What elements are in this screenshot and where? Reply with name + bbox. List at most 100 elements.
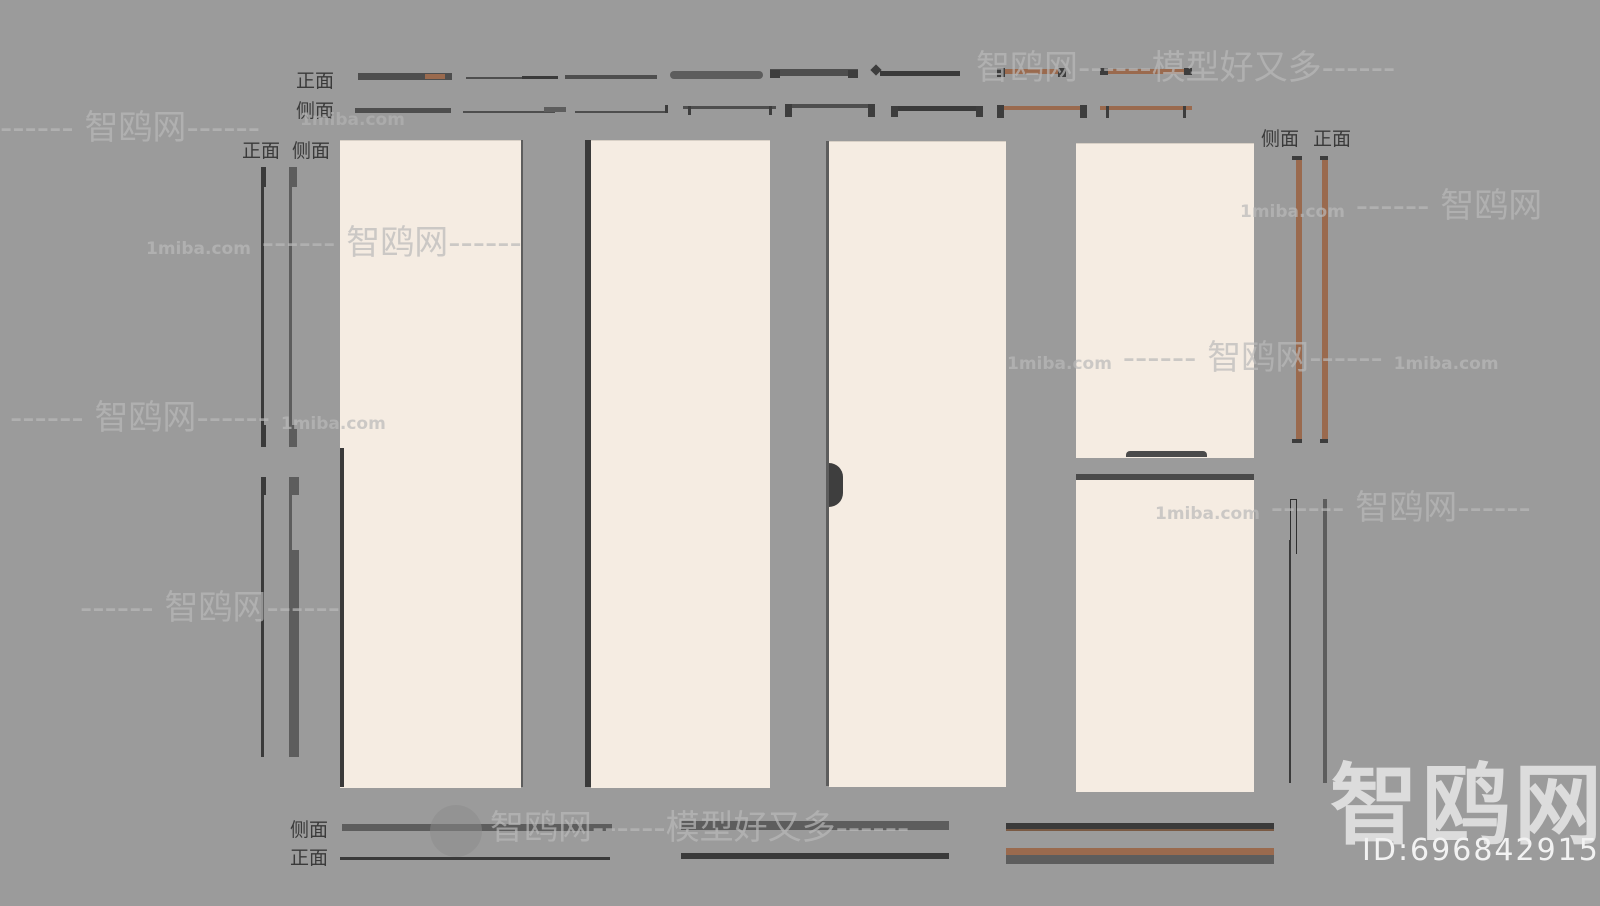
handle-4-side-leg-r bbox=[769, 106, 772, 115]
bottom-profile-2-side[interactable] bbox=[681, 821, 949, 830]
watermark-left-lower: ------ 智鸥网------ bbox=[80, 580, 340, 629]
watermark-dashes: ------ bbox=[80, 588, 154, 628]
handle-8-side-leg-l bbox=[1106, 106, 1109, 118]
watermark-dashes: ------ bbox=[1355, 186, 1430, 226]
handle-8-side[interactable] bbox=[1100, 106, 1192, 110]
profile-front-upper[interactable] bbox=[261, 167, 264, 447]
watermark-brand: 智鸥网 bbox=[1355, 488, 1458, 528]
handle-2-side[interactable] bbox=[463, 111, 555, 113]
panel-3-left-edge bbox=[826, 141, 829, 786]
panel-3-round-pull[interactable] bbox=[829, 463, 843, 507]
profile-front-upper-foot bbox=[261, 425, 266, 447]
panel-2-edge-handle[interactable] bbox=[585, 140, 591, 787]
panel-1-right-edge bbox=[521, 140, 523, 787]
watermark-site-2: 1miba.com bbox=[1393, 354, 1499, 374]
handle-5-side-leg-r bbox=[868, 104, 875, 117]
bottom-profile-3-side[interactable] bbox=[1006, 823, 1274, 831]
watermark-dashes: ------ bbox=[10, 398, 84, 438]
profile-wood-side-cap-bottom bbox=[1292, 439, 1302, 443]
handle-7-side-leg-r bbox=[1080, 105, 1087, 118]
profile-side-upper-cap bbox=[289, 167, 297, 187]
door-panel-4-lower[interactable] bbox=[1076, 474, 1254, 792]
profile-side-upper-foot bbox=[289, 425, 297, 447]
profile-wood-front[interactable] bbox=[1322, 157, 1328, 442]
profile-wood-front-cap-top bbox=[1320, 156, 1328, 160]
handle-8-front-cap-l bbox=[1100, 68, 1108, 75]
handle-4-side[interactable] bbox=[683, 106, 776, 109]
bottom-profile-3-front[interactable] bbox=[1006, 848, 1274, 855]
watermark-site: 1miba.com bbox=[1240, 202, 1345, 222]
watermark-brand: 智鸥网 bbox=[84, 108, 187, 148]
handle-8-front-cap-r bbox=[1184, 68, 1192, 75]
watermark-dashes-2: ------ bbox=[1457, 488, 1531, 528]
profile-side-upper[interactable] bbox=[289, 167, 292, 447]
handle-3-side[interactable] bbox=[575, 111, 665, 113]
label-left-side: 侧面 bbox=[292, 140, 331, 162]
profile-front-lower[interactable] bbox=[261, 477, 264, 757]
profile-slim-front[interactable] bbox=[1323, 499, 1327, 783]
door-panel-4-upper[interactable] bbox=[1076, 143, 1254, 458]
bottom-profile-2-front[interactable] bbox=[681, 853, 949, 859]
watermark-right-top: 1miba.com ------ 智鸥网 bbox=[1240, 178, 1542, 227]
profile-wood-side[interactable] bbox=[1296, 157, 1302, 442]
handle-7-front[interactable] bbox=[998, 69, 1066, 74]
profile-slim-side-top bbox=[1290, 499, 1297, 554]
handle-7-side-leg-l bbox=[997, 105, 1004, 118]
handle-2-front-end bbox=[522, 76, 558, 79]
label-bottom-side: 侧面 bbox=[290, 819, 329, 841]
handle-5-front[interactable] bbox=[770, 69, 858, 76]
watermark-brand: 智鸥网 bbox=[164, 588, 267, 628]
watermark-dashes: ------ bbox=[1078, 48, 1152, 88]
profile-side-lower-body bbox=[289, 550, 299, 757]
handle-3-side-hook bbox=[665, 105, 668, 113]
bottom-profile-1-front[interactable] bbox=[340, 857, 610, 860]
label-right-side: 侧面 bbox=[1261, 128, 1300, 150]
watermark-id: ID:696842915 bbox=[1362, 833, 1600, 868]
handle-8-side-leg-r bbox=[1183, 106, 1186, 118]
profile-wood-front-cap-bottom bbox=[1320, 439, 1328, 443]
handle-2-front[interactable] bbox=[466, 77, 558, 79]
label-bottom-front: 正面 bbox=[290, 847, 329, 869]
watermark-dashes-2: ------ bbox=[1321, 48, 1396, 88]
profile-wood-side-cap-top bbox=[1292, 156, 1302, 160]
watermark-left-middle: ------ 智鸥网------ 1miba.com bbox=[10, 390, 386, 439]
watermark-brand: 智鸥网 bbox=[94, 398, 197, 438]
handle-1-side[interactable] bbox=[355, 108, 451, 113]
handle-6-side-leg-r bbox=[976, 106, 983, 117]
handle-5-side[interactable] bbox=[785, 104, 875, 108]
door-panel-2[interactable] bbox=[591, 140, 770, 788]
watermark-top-right: 智鸥网------模型好又多------ bbox=[976, 40, 1395, 89]
handle-4-front[interactable] bbox=[670, 71, 763, 79]
handle-5-side-leg-l bbox=[785, 104, 792, 117]
bottom-profile-3-front-base bbox=[1006, 855, 1274, 864]
profile-side-lower-cap bbox=[289, 477, 299, 495]
handle-6-side[interactable] bbox=[893, 106, 983, 111]
handle-1-front[interactable] bbox=[358, 73, 452, 80]
label-left-front: 正面 bbox=[242, 140, 281, 162]
panel-4-upper-bottom-pull[interactable] bbox=[1126, 451, 1207, 457]
handle-7-side[interactable] bbox=[998, 106, 1086, 110]
watermark-dashes-2: ------ bbox=[196, 398, 271, 438]
label-right-front: 正面 bbox=[1313, 128, 1352, 150]
watermark-dashes-2: ------ bbox=[266, 588, 341, 628]
handle-5-front-foot-l bbox=[770, 70, 780, 78]
watermark-brand: 智鸥网 bbox=[1440, 186, 1543, 226]
profile-front-lower-cap bbox=[261, 477, 266, 495]
watermark-logo-icon bbox=[430, 805, 482, 857]
handle-8-front[interactable] bbox=[1100, 69, 1192, 74]
handle-5-front-foot-r bbox=[848, 70, 858, 78]
watermark-top-left: ------ 智鸥网------ bbox=[0, 100, 260, 149]
door-panel-1[interactable] bbox=[340, 140, 521, 788]
handle-7-front-cap-r bbox=[1058, 68, 1066, 77]
watermark-dashes-2: ------ bbox=[1309, 338, 1383, 378]
profile-slim-side[interactable] bbox=[1289, 540, 1291, 783]
watermark-big-brand: 智鸥网 bbox=[1330, 754, 1600, 857]
handle-6-front[interactable] bbox=[880, 71, 960, 76]
handle-3-front[interactable] bbox=[565, 75, 657, 79]
handle-2-side-block bbox=[544, 107, 566, 112]
profile-front-upper-cap bbox=[261, 167, 266, 187]
door-panel-3[interactable] bbox=[829, 141, 1006, 787]
panel-1-edge-handle[interactable] bbox=[340, 448, 344, 787]
watermark-site: 1miba.com bbox=[146, 239, 251, 259]
watermark-dashes: ------ bbox=[0, 108, 74, 148]
